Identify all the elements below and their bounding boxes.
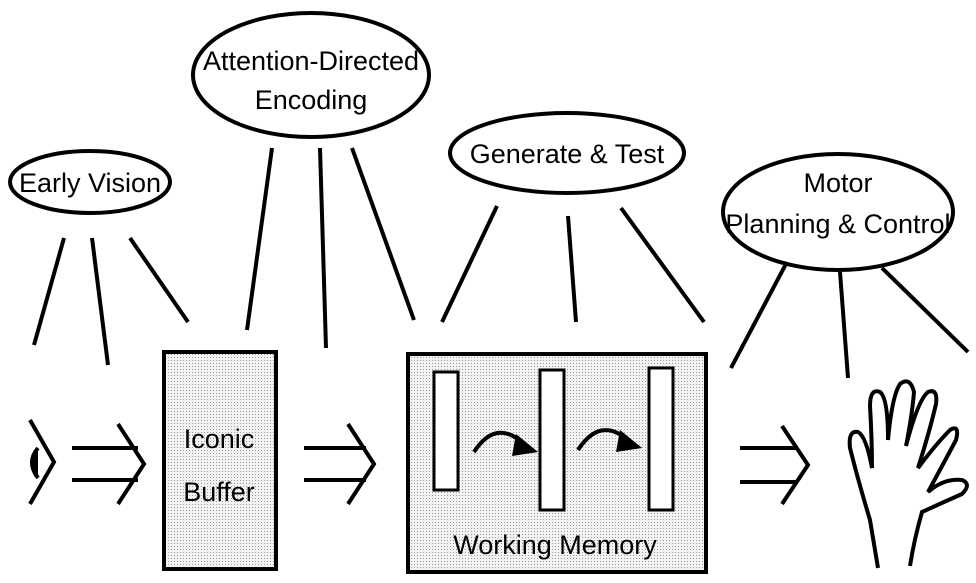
ellipse-attention-directed-encoding: Attention-Directed Encoding <box>191 11 431 139</box>
eye-icon <box>28 419 57 505</box>
ellipse-generate-test: Generate & Test <box>448 111 686 195</box>
connectors-attention <box>245 147 416 349</box>
working-memory-label: Working Memory <box>453 530 657 560</box>
memory-slot-3 <box>647 366 675 512</box>
connectors-early-vision <box>32 236 190 366</box>
early-vision-label: Early Vision <box>19 168 161 198</box>
iconic-buffer-box: Iconic Buffer <box>162 350 278 571</box>
working-memory-box: Working Memory <box>406 352 708 574</box>
attention-label-line1: Attention-Directed <box>203 46 419 76</box>
double-arrow-icon-2 <box>304 422 377 506</box>
hand-icon <box>847 379 969 569</box>
motor-label-line2: Planning & Control <box>725 209 950 239</box>
iconic-buffer-label-line2: Buffer <box>183 477 255 507</box>
double-arrow-icon-3 <box>740 424 811 506</box>
attention-label-line2: Encoding <box>255 85 368 115</box>
motor-label-line1: Motor <box>803 168 872 198</box>
double-arrow-icon-1 <box>72 422 147 506</box>
curved-arrow-icon-1 <box>472 430 538 456</box>
curved-arrow-icon-2 <box>576 428 642 452</box>
ellipse-early-vision: Early Vision <box>8 149 172 215</box>
memory-slot-2 <box>538 368 566 512</box>
connectors-generate-test <box>440 205 706 324</box>
connectors-motor <box>729 261 970 379</box>
memory-slot-1 <box>432 370 460 492</box>
generate-test-label: Generate & Test <box>470 139 665 169</box>
ellipse-motor-planning-control: Motor Planning & Control <box>721 152 955 272</box>
iconic-buffer-label-line1: Iconic <box>184 424 255 454</box>
